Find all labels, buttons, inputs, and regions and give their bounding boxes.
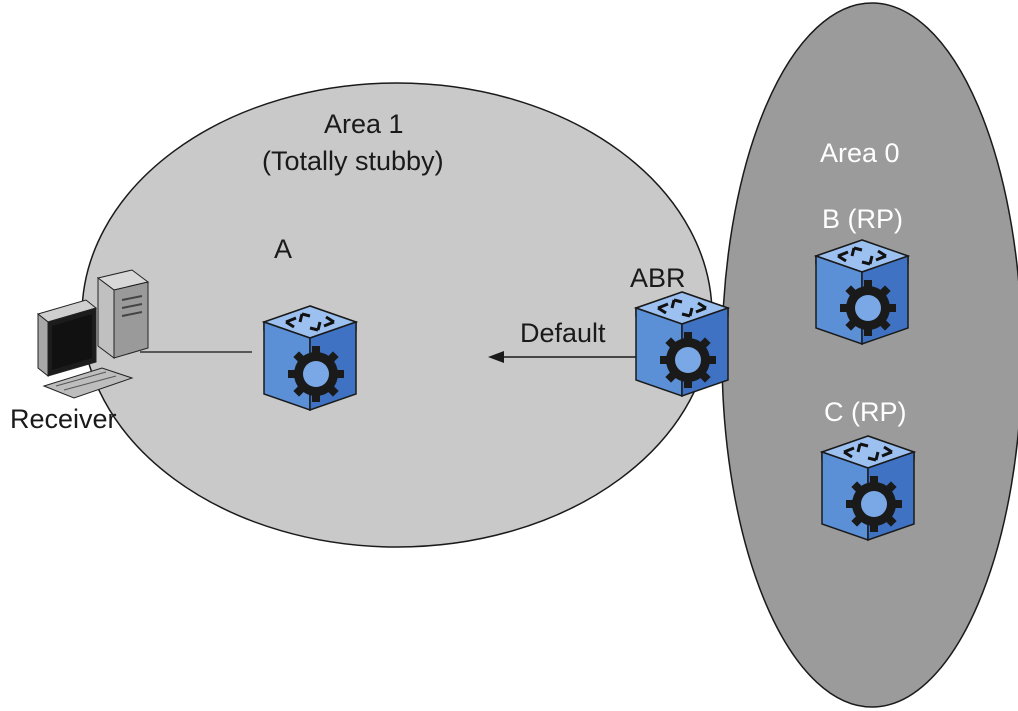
area-0-region: [721, 2, 1018, 708]
router-c-label: C (RP): [824, 397, 907, 427]
router-abr-label: ABR: [630, 263, 686, 293]
area-0-title: Area 0: [820, 138, 900, 168]
area-1-title: Area 1: [324, 109, 404, 139]
router-icon: [820, 434, 916, 542]
arrow-icon: [488, 351, 504, 363]
router-b-label: B (RP): [822, 204, 903, 234]
workstation-icon: [36, 269, 150, 399]
receiver-label: Receiver: [10, 404, 117, 434]
router-icon: [814, 238, 910, 346]
router-icon: [634, 290, 730, 398]
area-1-subtitle: (Totally stubby): [262, 146, 444, 176]
router-a-label: A: [274, 234, 292, 264]
router-icon: [262, 304, 358, 412]
default-route-label: Default: [520, 318, 606, 348]
